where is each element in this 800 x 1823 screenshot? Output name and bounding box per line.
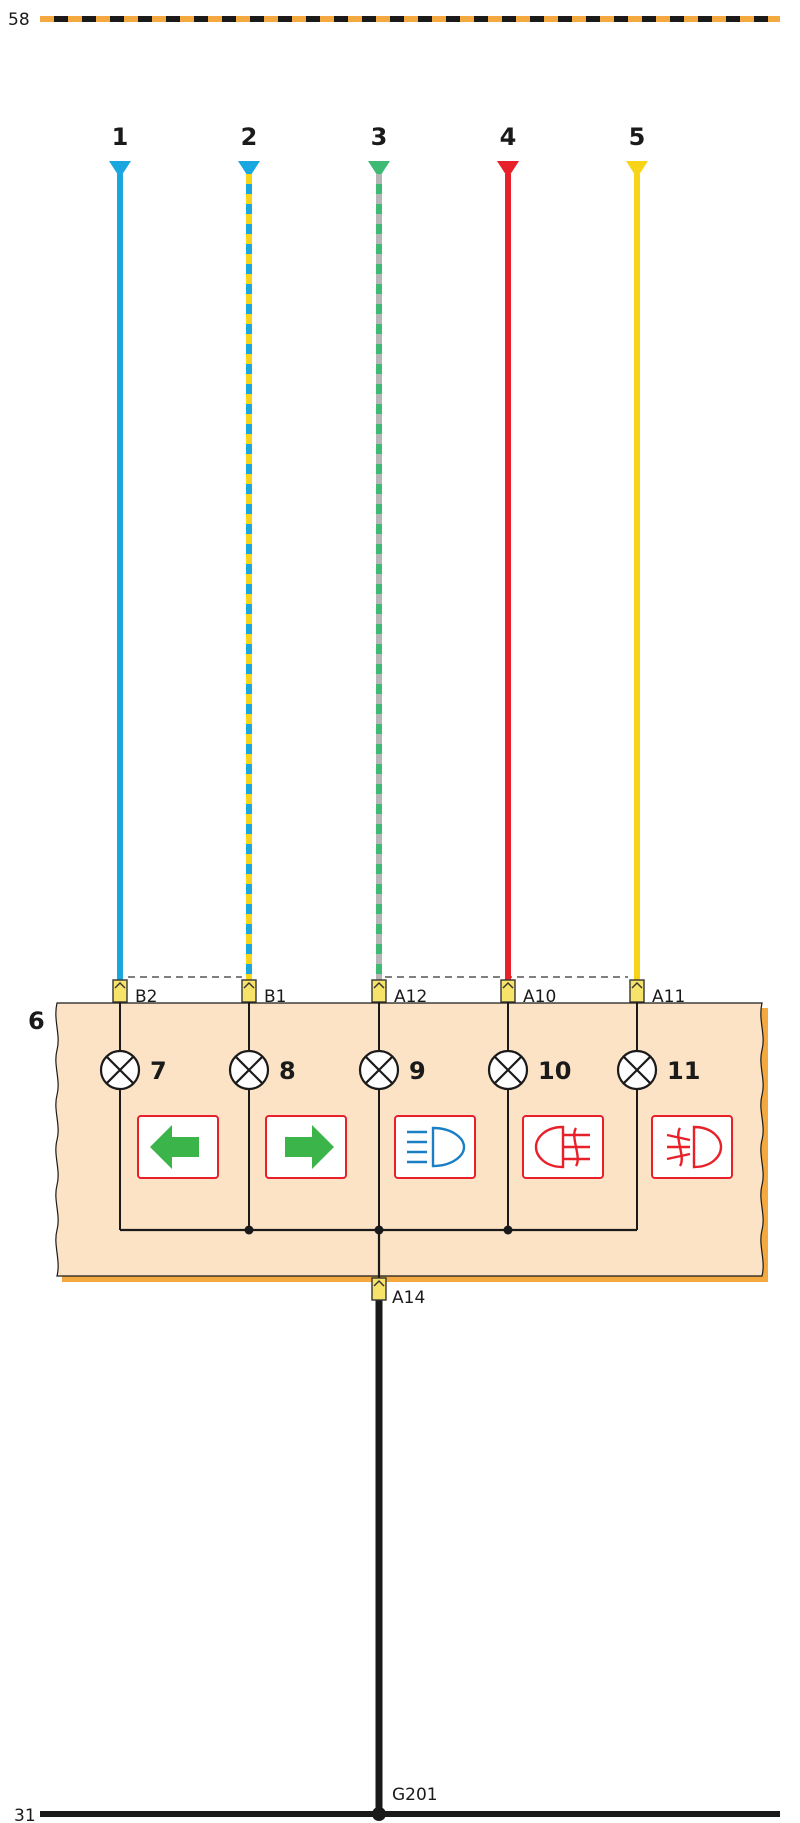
left-turn-arrow-icon [137, 1115, 219, 1179]
rear-fog-lamp-icon [522, 1115, 604, 1179]
lamp-10: 10 [487, 1049, 571, 1091]
wire-number-label: 1 [112, 123, 129, 151]
wire-arrow-tip [238, 161, 260, 178]
connector-pin-chevron [114, 982, 126, 989]
wire-arrow-tip [626, 161, 648, 178]
lamp-cross-b [105, 1055, 135, 1085]
lamp-cross-b [234, 1055, 264, 1085]
wire-2: 2B1 8 [228, 123, 296, 1230]
ground-point-label: G201 [392, 1785, 438, 1805]
connector-a14-label: A14 [392, 1288, 425, 1308]
lamp-11: 11 [616, 1049, 700, 1091]
bottom-rail-label: 31 [14, 1806, 36, 1823]
lamp-number-label: 9 [409, 1057, 426, 1085]
right-turn-arrow-icon [265, 1115, 347, 1179]
wire-number-label: 3 [371, 123, 388, 151]
lamp-number-label: 10 [538, 1057, 571, 1085]
connector-label: B1 [264, 987, 286, 1007]
connector-label: A12 [394, 987, 427, 1007]
connector-pin-chevron [373, 982, 385, 989]
lamp-9: 9 [358, 1049, 426, 1091]
lamp-cross-b [493, 1055, 523, 1085]
connector-pin-chevron [631, 982, 643, 989]
lamp-number-label: 11 [667, 1057, 700, 1085]
bus-junction [244, 1225, 254, 1235]
indicator-panel [137, 1115, 733, 1179]
lamp-cross-b [622, 1055, 652, 1085]
module-label: 6 [28, 1007, 45, 1035]
wire-number-label: 5 [629, 123, 646, 151]
bus-junction [503, 1225, 513, 1235]
connector-label: A11 [652, 987, 685, 1007]
connector-a14-chevron [373, 1280, 385, 1287]
wire-arrow-tip [497, 161, 519, 178]
ground-lead: A14 G201 [371, 1277, 438, 1821]
high-beam-shape [407, 1126, 466, 1168]
bottom-rail: 31 [14, 1806, 780, 1823]
right-arrow-shape [285, 1125, 334, 1169]
rear-fog-shape [534, 1125, 590, 1169]
high-beam-icon [394, 1115, 476, 1179]
lamp-8: 8 [228, 1049, 296, 1091]
wire-1: 1B2 7 [99, 123, 167, 1230]
wire-arrow-tip [368, 161, 390, 178]
lamp-cross-b [364, 1055, 394, 1085]
connector-pin-chevron [243, 982, 255, 989]
connector-pin-chevron [502, 982, 514, 989]
lamp-number-label: 8 [279, 1057, 296, 1085]
internal-ground-bus [120, 1225, 637, 1280]
lamp-number-label: 7 [150, 1057, 167, 1085]
wire-arrow-tip [109, 161, 131, 178]
top-rail-label: 58 [8, 10, 30, 30]
front-fog-shape [666, 1125, 723, 1169]
connector-a14 [371, 1277, 387, 1301]
connector-label: B2 [135, 987, 157, 1007]
left-arrow-shape [150, 1125, 199, 1169]
wire-number-label: 2 [241, 123, 258, 151]
top-rail: 58 [8, 10, 780, 30]
wire-number-label: 4 [500, 123, 517, 151]
lamp-7: 7 [99, 1049, 167, 1091]
connector-label: A10 [523, 987, 556, 1007]
bus-junction [374, 1225, 384, 1235]
front-fog-lamp-icon [651, 1115, 733, 1179]
